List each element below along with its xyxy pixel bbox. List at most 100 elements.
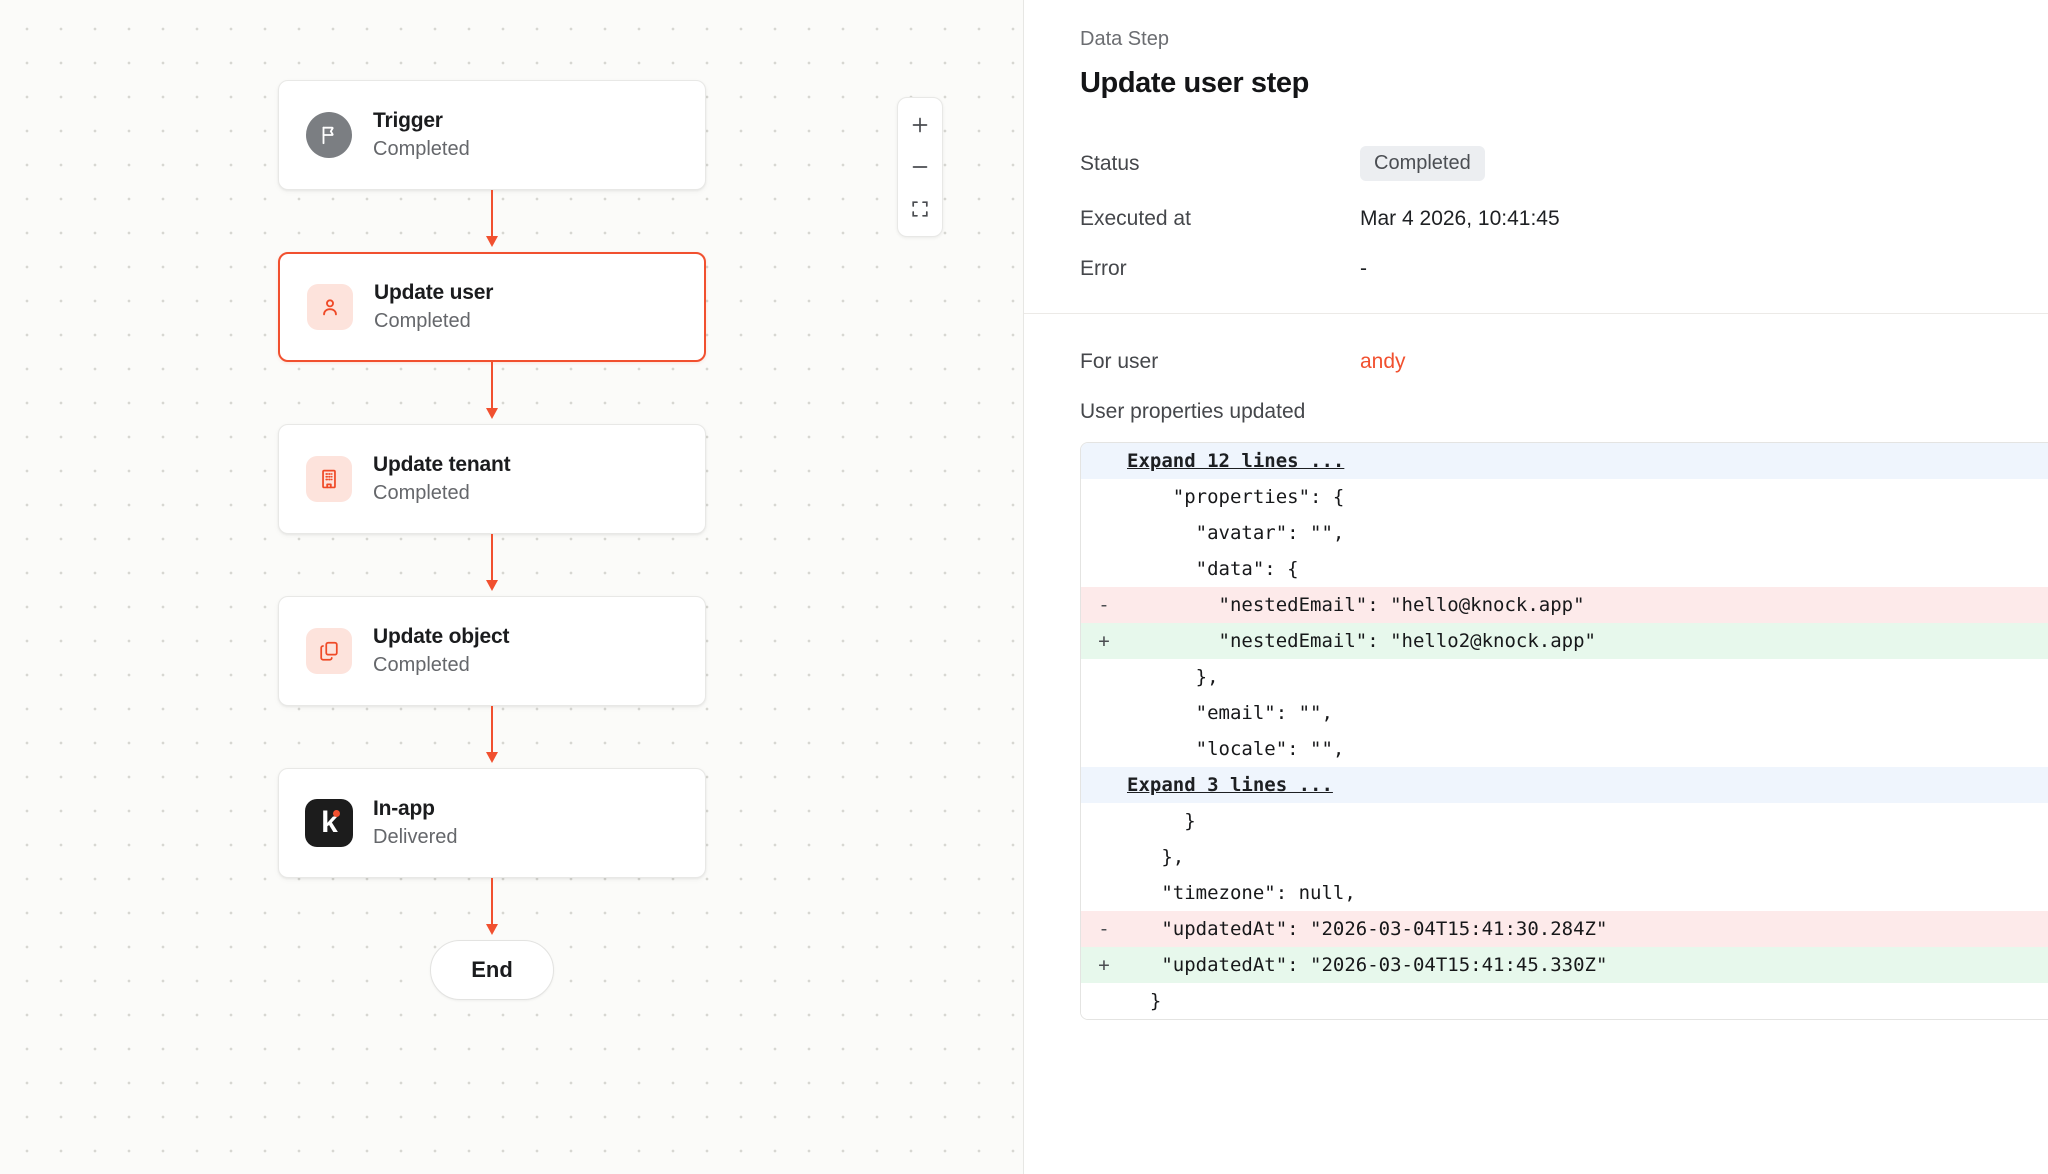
- diff-marker: [1081, 983, 1127, 1019]
- diff-marker: [1081, 659, 1127, 695]
- diff-marker: +: [1098, 954, 1110, 976]
- node-icon-wrap: [305, 455, 353, 503]
- diff-code-text: "nestedEmail": "hello2@knock.app": [1127, 630, 1597, 652]
- connector-line: [491, 362, 493, 412]
- diff-marker: +: [1098, 630, 1110, 652]
- knock-logo-dot: [333, 810, 340, 817]
- diff-code-text: "avatar": "",: [1127, 522, 1345, 544]
- diff-code-text: "updatedAt": "2026-03-04T15:41:30.284Z": [1127, 918, 1608, 940]
- status-badge: Completed: [1360, 146, 1485, 181]
- connector-line: [491, 878, 493, 928]
- workflow-node-trigger[interactable]: Trigger Completed: [278, 80, 706, 190]
- diff-marker: [1081, 731, 1127, 767]
- diff-code-text: },: [1127, 666, 1219, 688]
- field-value: Completed: [1360, 146, 1485, 181]
- building-icon: [306, 456, 352, 502]
- diff-expand-label[interactable]: Expand 3 lines ...: [1127, 774, 1333, 796]
- plus-icon: [912, 117, 928, 133]
- diff-code-text: "timezone": null,: [1127, 882, 1356, 904]
- connector-arrow: [278, 190, 706, 252]
- diff-marker: [1081, 515, 1127, 551]
- field-error: Error -: [1080, 257, 2048, 281]
- connector-arrow: [278, 706, 706, 768]
- diff-expand-row[interactable]: Expand 3 lines ...: [1081, 767, 2048, 803]
- diff-expand-label[interactable]: Expand 12 lines ...: [1127, 450, 1345, 472]
- workflow-node-update-tenant[interactable]: Update tenant Completed: [278, 424, 706, 534]
- workflow-node-update-user[interactable]: Update user Completed: [278, 252, 706, 362]
- page-title: Update user step: [1080, 67, 1309, 99]
- zoom-out-button[interactable]: [898, 146, 942, 188]
- node-title: Trigger: [373, 109, 443, 132]
- connector-line: [491, 706, 493, 756]
- diff-line-row: }: [1081, 803, 2048, 839]
- diff-line-row: "timezone": null,: [1081, 875, 2048, 911]
- workflow-node-update-object[interactable]: Update object Completed: [278, 596, 706, 706]
- node-icon-wrap: k: [305, 799, 353, 847]
- end-node-wrap: End: [278, 940, 706, 1000]
- zoom-controls: [897, 97, 943, 237]
- property-diff-viewer[interactable]: Expand 12 lines ... "properties": { "ava…: [1080, 442, 2048, 1020]
- fit-view-button[interactable]: [898, 188, 942, 230]
- arrow-head-icon: [486, 408, 498, 419]
- user-icon: [307, 284, 353, 330]
- diff-marker: [1081, 551, 1127, 587]
- field-label: Executed at: [1080, 207, 1191, 230]
- node-title: In-app: [373, 797, 435, 820]
- diff-marker: [1081, 479, 1127, 515]
- workflow-node-end[interactable]: End: [430, 940, 554, 1000]
- node-text: Trigger Completed: [373, 109, 470, 161]
- node-icon-wrap: [306, 283, 354, 331]
- diff-code-text: "properties": {: [1127, 486, 1345, 508]
- node-title: Update tenant: [373, 453, 511, 476]
- diff-marker: [1081, 803, 1127, 839]
- field-value: -: [1360, 257, 1367, 280]
- node-text: In-app Delivered: [373, 797, 457, 849]
- diff-marker: [1081, 695, 1127, 731]
- diff-line-row: + "nestedEmail": "hello2@knock.app": [1081, 623, 2048, 659]
- workflow-node-in-app[interactable]: k In-app Delivered: [278, 768, 706, 878]
- diff-line-row: }: [1081, 983, 2048, 1019]
- connector-line: [491, 534, 493, 584]
- diff-code-text: "updatedAt": "2026-03-04T15:41:45.330Z": [1127, 954, 1608, 976]
- field-label: Status: [1080, 151, 1140, 175]
- diff-marker: -: [1098, 918, 1110, 940]
- diff-line-row: "data": {: [1081, 551, 2048, 587]
- diff-line-row: "avatar": "",: [1081, 515, 2048, 551]
- connector-arrow: [278, 362, 706, 424]
- user-link[interactable]: andy: [1360, 350, 1406, 373]
- node-text: Update user Completed: [374, 281, 493, 333]
- diff-marker: -: [1098, 594, 1110, 616]
- diff-expand-row[interactable]: Expand 12 lines ...: [1081, 443, 2048, 479]
- workflow-canvas[interactable]: Trigger Completed Update u: [0, 0, 1024, 1174]
- diff-marker: [1081, 443, 1127, 479]
- field-label: Error: [1080, 257, 1127, 280]
- properties-updated-label: User properties updated: [1080, 400, 1306, 423]
- diff-line-row: "email": "",: [1081, 695, 2048, 731]
- diff-code-text: "nestedEmail": "hello@knock.app": [1127, 594, 1585, 616]
- step-type-label: Data Step: [1080, 28, 1169, 50]
- diff-code-text: "data": {: [1127, 558, 1299, 580]
- diff-marker: [1081, 839, 1127, 875]
- node-status: Completed: [373, 482, 470, 504]
- field-status: Status Completed: [1080, 146, 2048, 181]
- diff-line-row: },: [1081, 659, 2048, 695]
- arrow-head-icon: [486, 924, 498, 935]
- node-status: Delivered: [373, 826, 458, 848]
- field-for-user: For user andy: [1080, 350, 2048, 374]
- diff-line-row: + "updatedAt": "2026-03-04T15:41:45.330Z…: [1081, 947, 2048, 983]
- zoom-in-button[interactable]: [898, 104, 942, 146]
- diff-code-text: "locale": "",: [1127, 738, 1345, 760]
- workflow-node-list: Trigger Completed Update u: [278, 80, 708, 1000]
- fit-view-icon: [912, 201, 928, 217]
- node-status: Completed: [374, 310, 471, 332]
- node-text: Update object Completed: [373, 625, 509, 677]
- field-executed-at: Executed at Mar 4 2026, 10:41:45: [1080, 207, 2048, 231]
- arrow-head-icon: [486, 580, 498, 591]
- diff-code-text: },: [1127, 846, 1185, 868]
- diff-line-row: - "nestedEmail": "hello@knock.app": [1081, 587, 2048, 623]
- node-status: Completed: [373, 654, 470, 676]
- field-value: Mar 4 2026, 10:41:45: [1360, 207, 1560, 230]
- connector-arrow: [278, 534, 706, 596]
- diff-code-text: "email": "",: [1127, 702, 1333, 724]
- minus-icon: [912, 166, 928, 168]
